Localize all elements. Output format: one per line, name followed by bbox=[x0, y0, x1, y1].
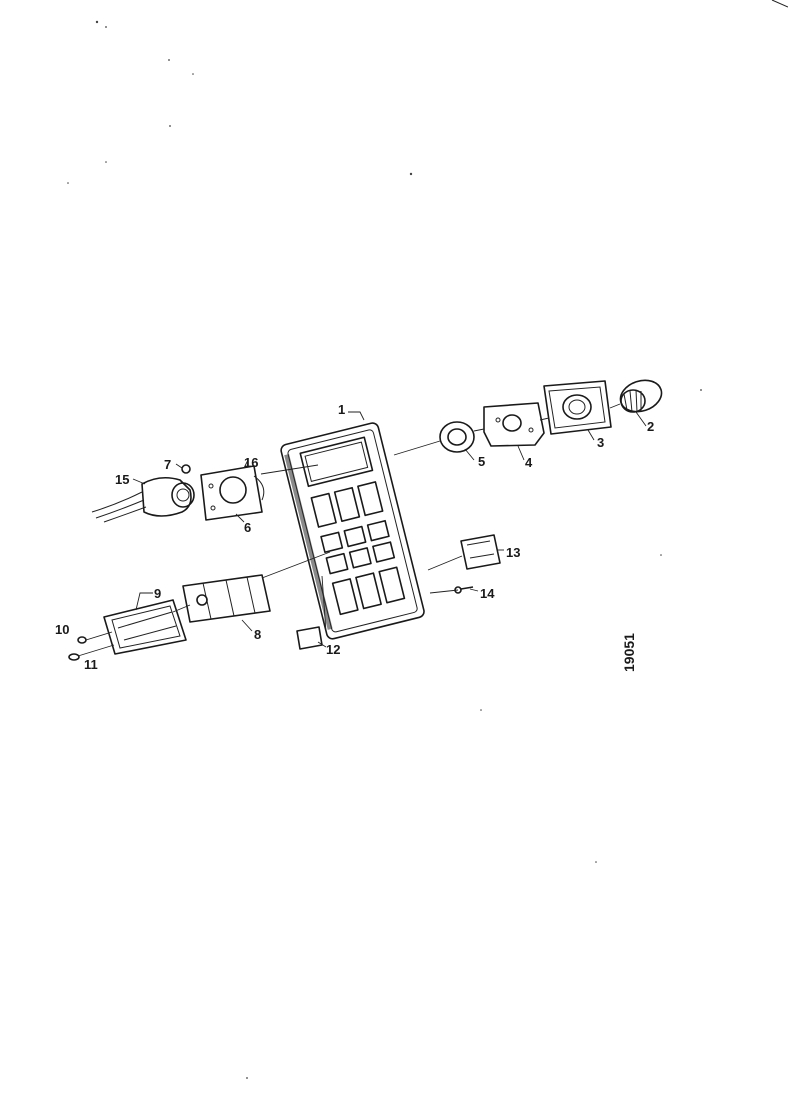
part-11-bulb bbox=[68, 653, 80, 661]
callout-5: 5 bbox=[478, 454, 485, 469]
part-8-switch-module bbox=[182, 574, 271, 623]
callout-14: 14 bbox=[480, 586, 495, 601]
callout-11: 11 bbox=[84, 657, 98, 672]
callout-15: 15 bbox=[115, 472, 129, 487]
callout-10: 10 bbox=[55, 622, 69, 637]
callout-leaders bbox=[132, 411, 647, 648]
callout-7: 7 bbox=[164, 457, 171, 472]
callout-8: 8 bbox=[254, 627, 261, 642]
callout-13: 13 bbox=[506, 545, 520, 560]
callout-9: 9 bbox=[154, 586, 161, 601]
callouts: 1 2 3 4 5 6 7 8 9 10 11 12 13 14 15 16 bbox=[55, 402, 654, 672]
part-3-bezel bbox=[543, 380, 612, 435]
panel-switch-slots bbox=[310, 481, 406, 616]
part-13-push-switch bbox=[460, 534, 501, 570]
part-9-lamp-holder bbox=[103, 599, 187, 655]
part-10-bulb bbox=[77, 636, 87, 644]
callout-1: 1 bbox=[338, 402, 345, 417]
callout-6: 6 bbox=[244, 520, 251, 535]
part-7-screw bbox=[181, 464, 191, 474]
callout-3: 3 bbox=[597, 435, 604, 450]
callout-12: 12 bbox=[326, 642, 340, 657]
drawing-number: 19051 bbox=[621, 633, 637, 672]
callout-16: 16 bbox=[244, 455, 258, 470]
part-12-connector bbox=[296, 626, 323, 650]
assembly-lines bbox=[77, 403, 621, 657]
part-16-mount-bracket bbox=[200, 465, 265, 521]
callout-2: 2 bbox=[647, 419, 654, 434]
part-15-rotary-switch bbox=[91, 476, 195, 523]
part-5-ring bbox=[439, 421, 475, 453]
part-1-switch-panel bbox=[280, 422, 425, 640]
part-2-knob bbox=[619, 379, 663, 413]
callout-4: 4 bbox=[525, 455, 533, 470]
part-4-bracket bbox=[483, 402, 545, 447]
scan-specks bbox=[67, 0, 788, 1079]
